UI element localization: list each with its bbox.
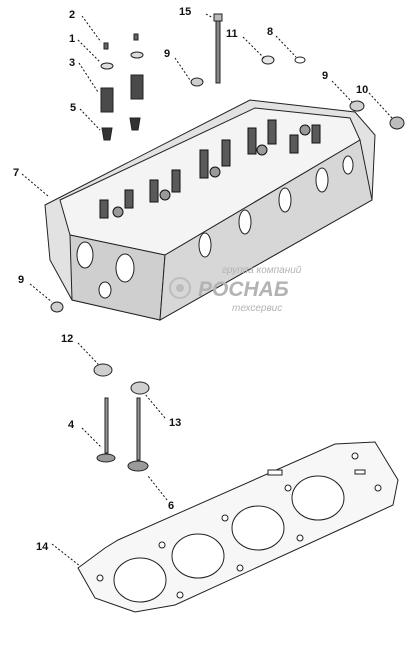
callout-9a: 9 (164, 48, 170, 60)
watermark: группа компаний РОСНАБ техсервис (169, 265, 302, 314)
callout-11: 11 (226, 28, 238, 40)
callout-15: 15 (179, 6, 191, 18)
valve-springs-top (100, 33, 144, 141)
seal-rings (50, 55, 405, 313)
watermark-line1: группа компаний (222, 265, 302, 276)
leader-lines (21, 13, 393, 567)
callout-3: 3 (69, 57, 75, 69)
callout-labels: 1 2 3 4 5 6 7 8 9 9 9 10 11 12 13 14 15 (13, 6, 368, 553)
callout-12: 12 (61, 333, 73, 345)
callout-7: 7 (13, 167, 19, 179)
callout-1: 1 (69, 33, 75, 45)
callout-2: 2 (69, 9, 75, 21)
callout-8: 8 (267, 26, 273, 38)
callout-4: 4 (68, 419, 75, 431)
callout-9c: 9 (18, 274, 24, 286)
callout-10: 10 (356, 84, 368, 96)
cylinder-head (44, 99, 376, 321)
callout-14: 14 (36, 541, 49, 553)
watermark-line2: РОСНАБ (198, 278, 289, 301)
valve-guides-seats (93, 363, 150, 395)
valves (96, 397, 149, 472)
callout-9b: 9 (322, 70, 328, 82)
callout-13: 13 (169, 417, 181, 429)
head-bolt (213, 13, 223, 84)
watermark-line3: техсервис (232, 303, 282, 314)
callout-6: 6 (168, 500, 174, 512)
head-gasket (77, 441, 399, 613)
callout-5: 5 (70, 102, 76, 114)
